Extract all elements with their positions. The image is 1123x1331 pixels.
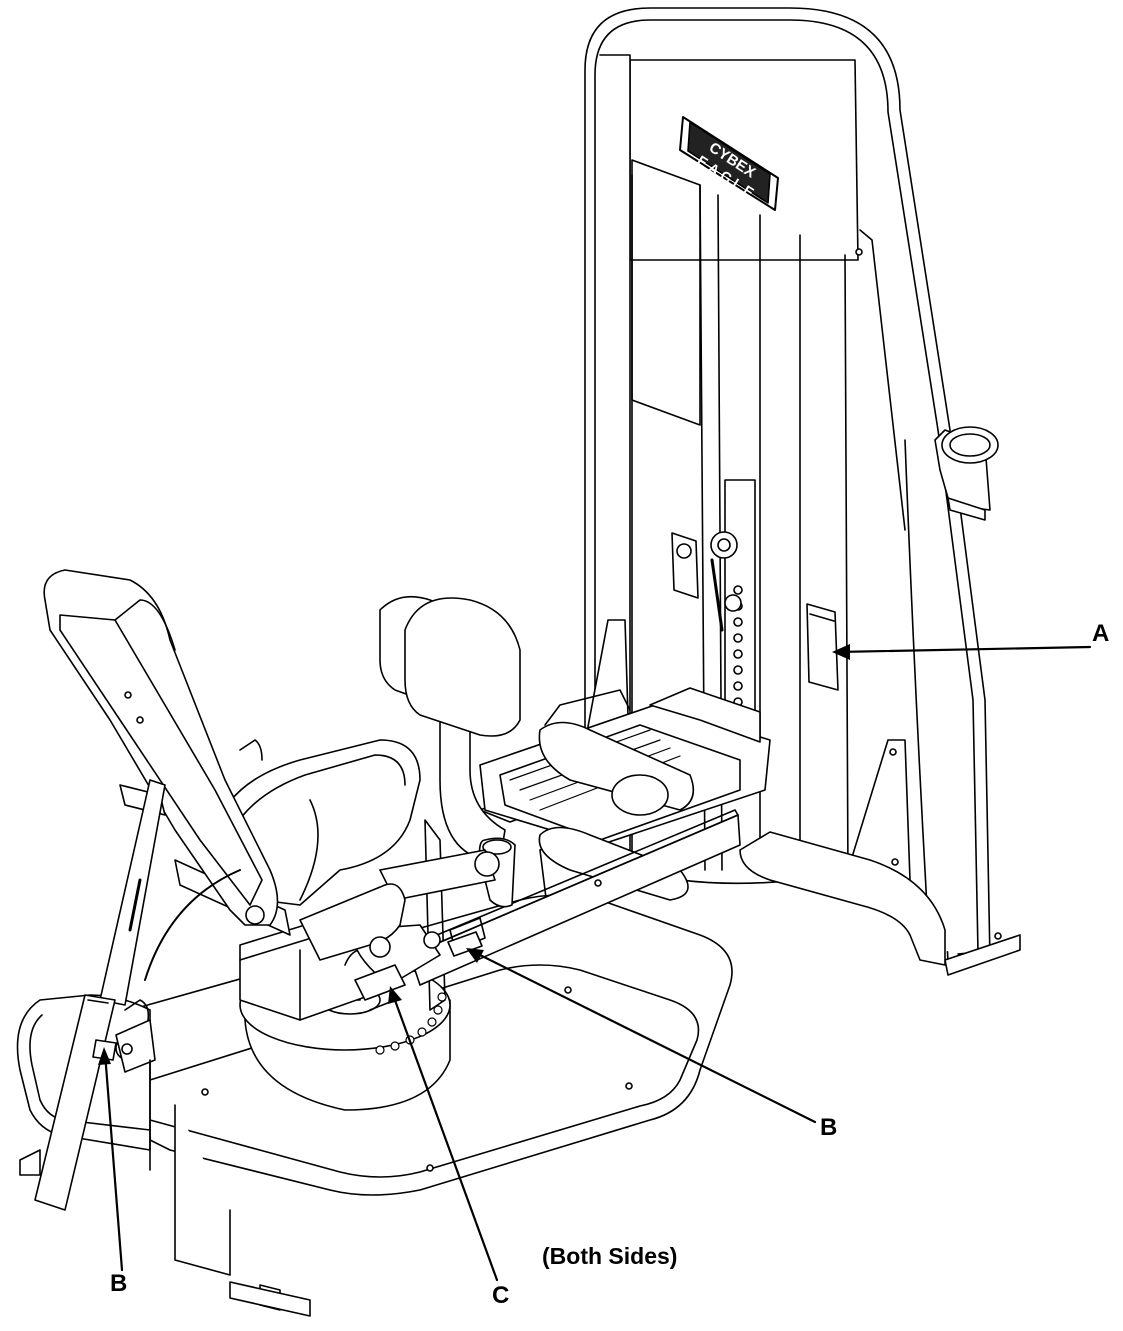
callout-label-b-right: B: [820, 1114, 838, 1141]
leader-c: [392, 992, 497, 1280]
arrowhead-b-right: [466, 948, 484, 963]
warning-label-a: [807, 604, 838, 690]
arrowhead-c: [388, 986, 402, 1004]
callout-label-c: C: [492, 1282, 510, 1309]
thigh-pad: [380, 597, 520, 907]
arrowhead-b-left: [98, 1047, 111, 1065]
logo-plate: CYBEX EAGLE: [680, 117, 778, 210]
arrowhead-a: [832, 644, 850, 660]
tower-placard: [672, 533, 698, 598]
both-sides-note: (Both Sides): [542, 1243, 678, 1269]
callout-label-b-left: B: [110, 1270, 128, 1297]
foot-rollers: [480, 688, 770, 900]
cup-holder: [935, 427, 998, 520]
warning-label-b-right: [448, 932, 482, 956]
leader-b-left: [105, 1053, 122, 1270]
handle-bar: [300, 850, 499, 960]
warning-label-c: [355, 965, 405, 1000]
leader-a: [837, 647, 1090, 652]
callout-leaders: [105, 647, 1090, 1280]
leader-b-right: [470, 950, 815, 1122]
back-rest: [44, 570, 277, 925]
weight-stack: [711, 480, 755, 740]
callout-arrowheads: [98, 644, 850, 1065]
callout-label-a: A: [1092, 620, 1110, 647]
